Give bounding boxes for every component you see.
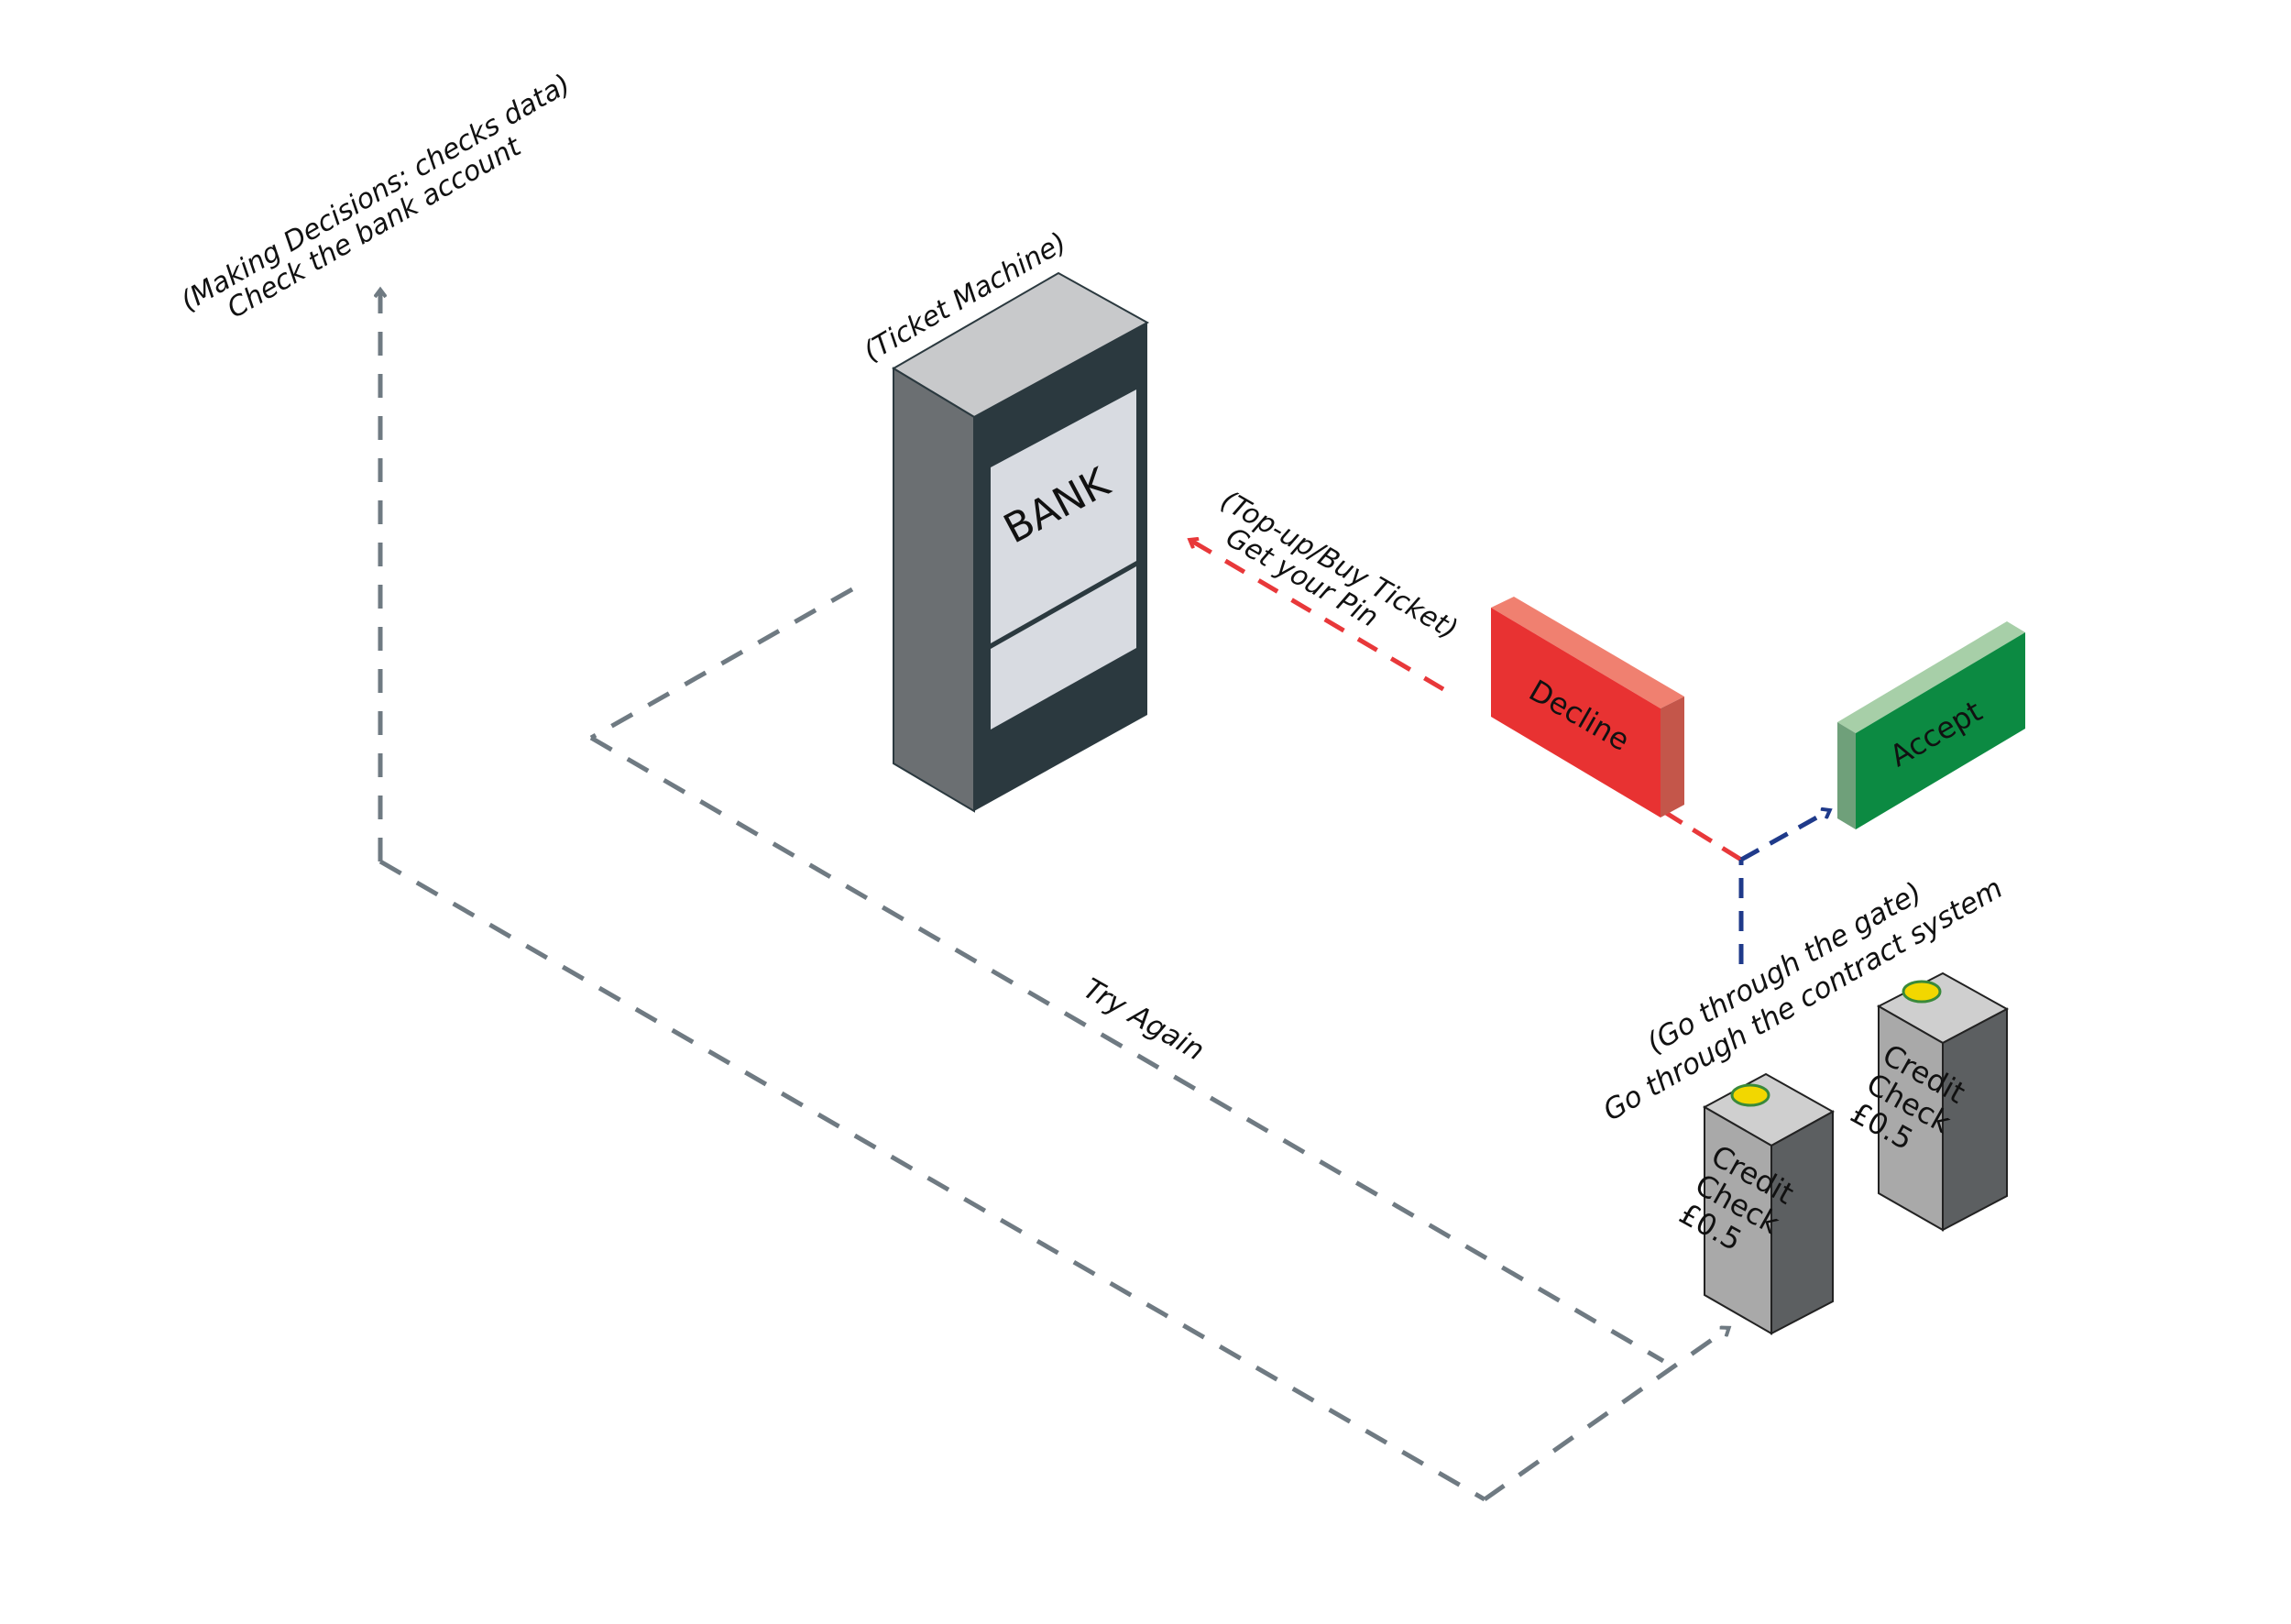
try-again-label: Try Again <box>1078 972 1210 1068</box>
flow-from-machine-line <box>589 587 854 741</box>
accept-top-face <box>1837 621 2025 733</box>
indicator-light <box>1902 980 1942 1004</box>
pillar-side-face <box>1770 1110 1834 1335</box>
decline-top-face <box>1491 597 1684 708</box>
accept-side-face <box>1837 722 1856 829</box>
pillar-side-face <box>1942 1007 2008 1232</box>
decline-block: Decline <box>1491 597 1684 817</box>
decisions-label-line1: (Making Decisions: checks data) <box>176 68 576 318</box>
pillar-front-face <box>1704 1105 1772 1335</box>
decline-front-face <box>1491 608 1661 817</box>
machine-screen-bottom <box>991 566 1136 730</box>
decline-to-machine-arrow <box>1191 541 1445 692</box>
accept-front-face <box>1856 632 2025 829</box>
credit-check-pillar-back: Credit Check £0.5 <box>1845 971 2010 1232</box>
credit-check-pillar-front: Credit Check £0.5 <box>1673 1072 1836 1335</box>
accept-block: Accept <box>1837 621 2025 829</box>
junction-to-decline-arrow <box>1659 808 1743 862</box>
pillar-front-face <box>1878 1004 1944 1232</box>
decline-side-face <box>1661 697 1684 817</box>
ticket-machine: BANK <box>892 271 1150 813</box>
machine-screen-top <box>991 390 1136 643</box>
decisions-label-line2: Check the bank account <box>222 130 527 325</box>
machine-side-face <box>893 367 975 813</box>
decisions-label: (Making Decisions: checks data) Check th… <box>176 68 576 325</box>
blue-flow-path <box>1738 811 1828 964</box>
grey-flow-path <box>378 291 1727 1502</box>
junction-to-accept-arrow <box>1739 811 1828 862</box>
topup-label: (Top-up/Buy Ticket) Get your Pin <box>1215 485 1463 646</box>
flow-bottom-long-line <box>378 859 1486 1502</box>
flow-try-again-line <box>589 735 1665 1364</box>
flow-to-credit-check-arrow <box>1483 1329 1727 1502</box>
indicator-light <box>1730 1083 1770 1107</box>
